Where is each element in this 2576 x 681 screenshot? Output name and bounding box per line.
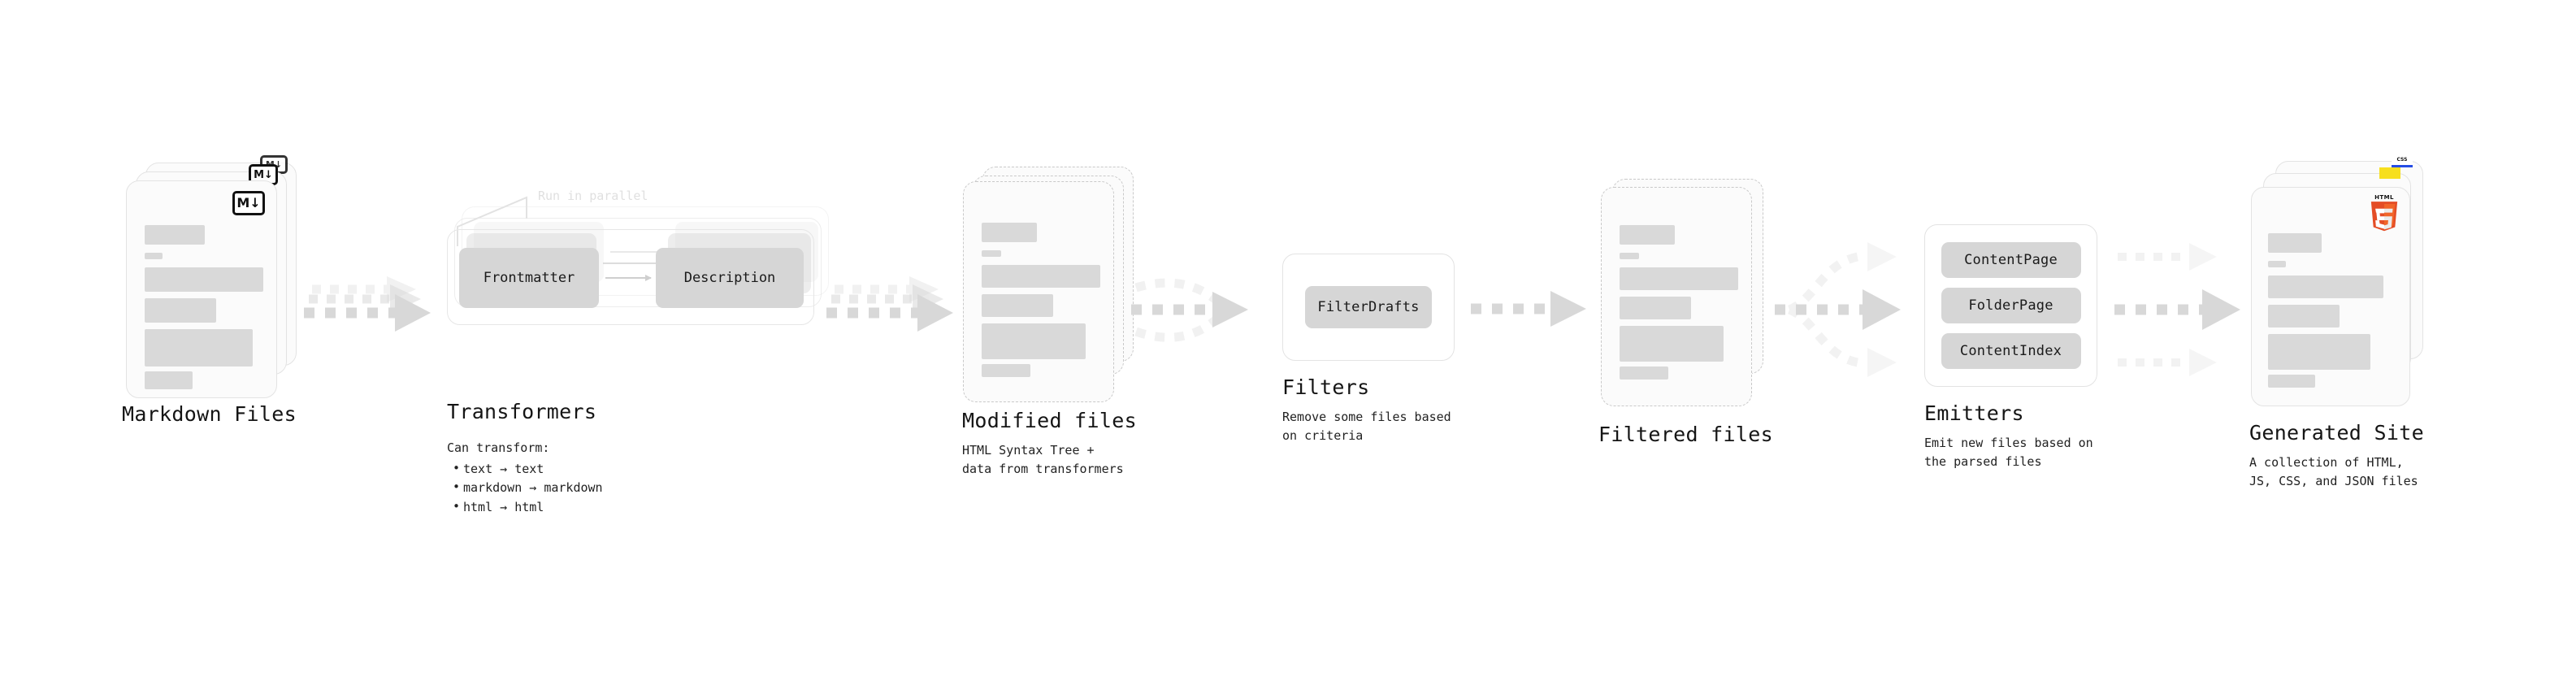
page-title-emitters: Emitters xyxy=(1924,401,2024,425)
page-title-generated-site: Generated Site xyxy=(2249,421,2424,445)
modified-files-subtitle: HTML Syntax Tree + data from transformer… xyxy=(962,443,1124,476)
skeleton-bar xyxy=(1620,367,1668,380)
arrow-emitters-to-site xyxy=(2113,234,2267,388)
skeleton-bar xyxy=(982,364,1030,377)
dashed-arrow-icon xyxy=(2114,243,2240,376)
transformer-node-frontmatter[interactable]: Frontmatter xyxy=(459,248,599,308)
skeleton-bar xyxy=(1620,297,1691,319)
css-badge-icon: CSS xyxy=(2392,156,2413,167)
skeleton-bar xyxy=(982,250,1001,257)
page-title-filters: Filters xyxy=(1282,375,1370,399)
page-title-markdown-files: Markdown Files xyxy=(122,402,297,426)
skeleton-bar xyxy=(982,223,1037,242)
page-title-transformers: Transformers xyxy=(447,400,597,423)
javascript-badge-icon xyxy=(2379,167,2400,179)
filters-subtitle: Remove some files based on criteria xyxy=(1282,410,1451,443)
skeleton-bar xyxy=(2268,305,2340,327)
dashed-arrow-icon xyxy=(1471,291,1586,327)
transformers-bullet-list: text → text markdown → markdown html → h… xyxy=(450,459,603,517)
run-in-parallel-label: Run in parallel xyxy=(538,189,648,203)
filters-group-box: FilterDrafts xyxy=(1282,254,1455,361)
stage-markdown-files: M↓ M↓ M↓ Markdown Files xyxy=(122,155,297,426)
dashed-arrow-icon xyxy=(1131,278,1248,342)
emitter-node-contentpage[interactable]: ContentPage xyxy=(1941,242,2081,278)
page-title-modified-files: Modified files xyxy=(962,409,1137,432)
list-item: text → text xyxy=(450,459,603,479)
skeleton-bar xyxy=(2268,334,2370,370)
skeleton-bar xyxy=(2268,261,2286,267)
emitters-subtitle: Emit new files based on the parsed files xyxy=(1924,436,2093,469)
dashed-arrow-icon xyxy=(826,276,953,332)
skeleton-bar xyxy=(145,253,163,259)
list-item: markdown → markdown xyxy=(450,478,603,497)
arrow-modified-to-filters xyxy=(1130,268,1264,358)
stage-filters: FilterDrafts Filters Remove some files b… xyxy=(1282,254,1455,443)
stage-transformers: Run in parallel Frontmatter Description xyxy=(447,189,829,516)
markdown-card-front: M↓ xyxy=(126,180,277,398)
list-item: html → html xyxy=(450,497,603,517)
transformer-panel-front: Frontmatter Description xyxy=(447,229,814,325)
filtered-card-front xyxy=(1601,187,1752,406)
site-card-front: HTML xyxy=(2251,187,2410,406)
arrow-filters-to-filtered xyxy=(1469,288,1599,329)
skeleton-bar xyxy=(2268,275,2383,298)
arrow-transformers-to-modified xyxy=(825,275,967,340)
skeleton-bar xyxy=(982,265,1100,288)
skeleton-bar xyxy=(2268,375,2315,388)
filter-node-filterdrafts[interactable]: FilterDrafts xyxy=(1305,286,1432,328)
stage-generated-site: CSS HTML xyxy=(2249,156,2424,488)
skeleton-bar xyxy=(1620,225,1675,245)
branching-dashed-arrow-icon xyxy=(1775,242,1901,377)
skeleton-bar xyxy=(982,323,1086,359)
generated-site-subtitle: A collection of HTML, JS, CSS, and JSON … xyxy=(2249,455,2418,488)
skeleton-bar xyxy=(1620,326,1724,362)
stage-emitters: ContentPage FolderPage ContentIndex Emit… xyxy=(1924,224,2097,469)
emitter-node-contentindex[interactable]: ContentIndex xyxy=(1941,333,2081,369)
skeleton-bar xyxy=(145,267,263,292)
transformers-subtitle-heading: Can transform: xyxy=(447,440,550,455)
skeleton-bar xyxy=(1620,267,1738,290)
generated-site-stack: CSS HTML xyxy=(2251,156,2423,406)
stage-modified-files: Modified files HTML Syntax Tree + data f… xyxy=(962,167,1137,476)
transformer-link-arrow xyxy=(605,274,652,281)
emitter-node-folderpage[interactable]: FolderPage xyxy=(1941,288,2081,323)
skeleton-bar xyxy=(145,371,193,389)
page-title-filtered-files: Filtered files xyxy=(1598,423,1773,446)
markdown-file-stack: M↓ M↓ M↓ xyxy=(126,155,297,398)
skeleton-bar xyxy=(2268,233,2322,253)
arrow-filtered-to-emitters xyxy=(1773,234,1928,388)
filtered-file-stack xyxy=(1601,179,1772,423)
modified-card-front xyxy=(963,181,1114,402)
arrow-markdown-to-transformers xyxy=(302,275,445,340)
stage-filtered-files: Filtered files xyxy=(1598,179,1773,446)
skeleton-bar xyxy=(982,294,1053,317)
skeleton-bar xyxy=(145,329,253,367)
transformer-panel-stack: Frontmatter Description xyxy=(447,195,829,358)
markdown-badge-icon: M↓ xyxy=(232,191,265,215)
dashed-arrow-icon xyxy=(304,276,431,332)
modified-file-stack xyxy=(963,167,1134,402)
skeleton-bar xyxy=(1620,253,1639,259)
emitters-group-box: ContentPage FolderPage ContentIndex xyxy=(1924,224,2097,387)
html5-logo-icon: HTML xyxy=(2369,194,2400,232)
skeleton-bar xyxy=(145,298,216,323)
skeleton-bar xyxy=(145,225,205,245)
transformer-node-description[interactable]: Description xyxy=(656,248,804,308)
